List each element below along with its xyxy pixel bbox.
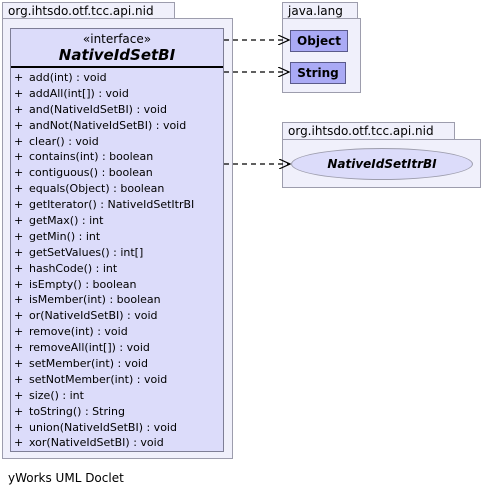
method-row: + contains(int) : boolean [14,149,194,165]
method-signature: andNot(NativeIdSetBI) : void [29,118,187,132]
interface-name: NativeIdSetBI [58,46,176,64]
method-signature: union(NativeIdSetBI) : void [29,420,177,434]
method-row: + isMember(int) : boolean [14,292,194,308]
method-signature: toString() : String [29,404,125,418]
method-row: + getMax() : int [14,213,194,229]
visibility-public: + [14,420,24,434]
method-row: + clear() : void [14,134,194,150]
method-row: + getIterator() : NativeIdSetItrBI [14,197,194,213]
method-signature: getMin() : int [29,229,101,243]
method-signature: contiguous() : boolean [29,166,153,180]
method-row: + isEmpty() : boolean [14,277,194,293]
method-signature: clear() : void [29,134,99,148]
visibility-public: + [14,372,24,386]
visibility-public: + [14,198,24,212]
interface-native-id-set-itr: NativeIdSetItrBI [291,148,473,180]
method-row: + and(NativeIdSetBI) : void [14,102,194,118]
method-signature: add(int) : void [29,71,107,84]
method-signature: hashCode() : int [29,261,118,275]
interface-stereotype: «interface» [82,32,152,46]
visibility-public: + [14,229,24,243]
method-row: + contiguous() : boolean [14,165,194,181]
method-row: + remove(int) : void [14,324,194,340]
method-row: + setNotMember(int) : void [14,372,194,388]
visibility-public: + [14,182,24,196]
visibility-public: + [14,341,24,355]
method-signature: remove(int) : void [29,325,128,339]
class-object: Object [290,30,348,52]
method-signature: xor(NativeIdSetBI) : void [29,436,164,450]
visibility-public: + [14,134,24,148]
method-signature: getIterator() : NativeIdSetItrBI [29,198,195,212]
method-signature: setNotMember(int) : void [29,372,168,386]
visibility-public: + [14,357,24,371]
visibility-public: + [14,102,24,116]
method-signature: addAll(int[]) : void [29,86,129,100]
interface-separator [11,66,223,68]
method-signature: isEmpty() : boolean [29,277,137,291]
method-signature: contains(int) : boolean [29,150,154,164]
package-tab-main: org.ihtsdo.otf.tcc.api.nid [2,2,175,19]
visibility-public: + [14,261,24,275]
visibility-public: + [14,436,24,450]
method-signature: getSetValues() : int[] [29,245,144,259]
visibility-public: + [14,150,24,164]
visibility-public: + [14,388,24,402]
method-row: + equals(Object) : boolean [14,181,194,197]
visibility-public: + [14,214,24,228]
package-tab-api-nid: org.ihtsdo.otf.tcc.api.nid [282,122,455,139]
method-row: + toString() : String [14,404,194,420]
method-signature: equals(Object) : boolean [29,182,165,196]
method-list: + add(int) : void + addAll(int[]) : void + an… [14,70,194,451]
visibility-public: + [14,118,24,132]
method-signature: and(NativeIdSetBI) : void [29,102,167,116]
visibility-public: + [14,71,24,84]
visibility-public: + [14,277,24,291]
method-row: + getSetValues() : int[] [14,245,194,261]
footer-credit: yWorks UML Doclet [8,471,124,485]
method-signature: removeAll(int[]) : void [29,341,150,355]
visibility-public: + [14,404,24,418]
method-signature: or(NativeIdSetBI) : void [29,309,158,323]
method-signature: size() : int [29,388,84,402]
interface-box: «interface» NativeIdSetBI + add(int) : vo… [10,28,224,452]
visibility-public: + [14,309,24,323]
method-row: + add(int) : void [14,70,194,86]
method-row: + removeAll(int[]) : void [14,340,194,356]
visibility-public: + [14,293,24,307]
package-tab-java-lang: java.lang [282,2,358,19]
method-row: + setMember(int) : void [14,356,194,372]
visibility-public: + [14,245,24,259]
class-string: String [290,62,346,84]
method-row: + andNot(NativeIdSetBI) : void [14,118,194,134]
method-row: + addAll(int[]) : void [14,86,194,102]
visibility-public: + [14,166,24,180]
method-signature: getMax() : int [29,214,104,228]
method-row: + size() : int [14,388,194,404]
visibility-public: + [14,86,24,100]
method-signature: isMember(int) : boolean [29,293,161,307]
method-signature: setMember(int) : void [29,357,148,371]
visibility-public: + [14,325,24,339]
method-row: + union(NativeIdSetBI) : void [14,420,194,436]
method-row: + hashCode() : int [14,261,194,277]
method-row: + getMin() : int [14,229,194,245]
method-row: + or(NativeIdSetBI) : void [14,308,194,324]
method-row: + xor(NativeIdSetBI) : void [14,435,194,451]
